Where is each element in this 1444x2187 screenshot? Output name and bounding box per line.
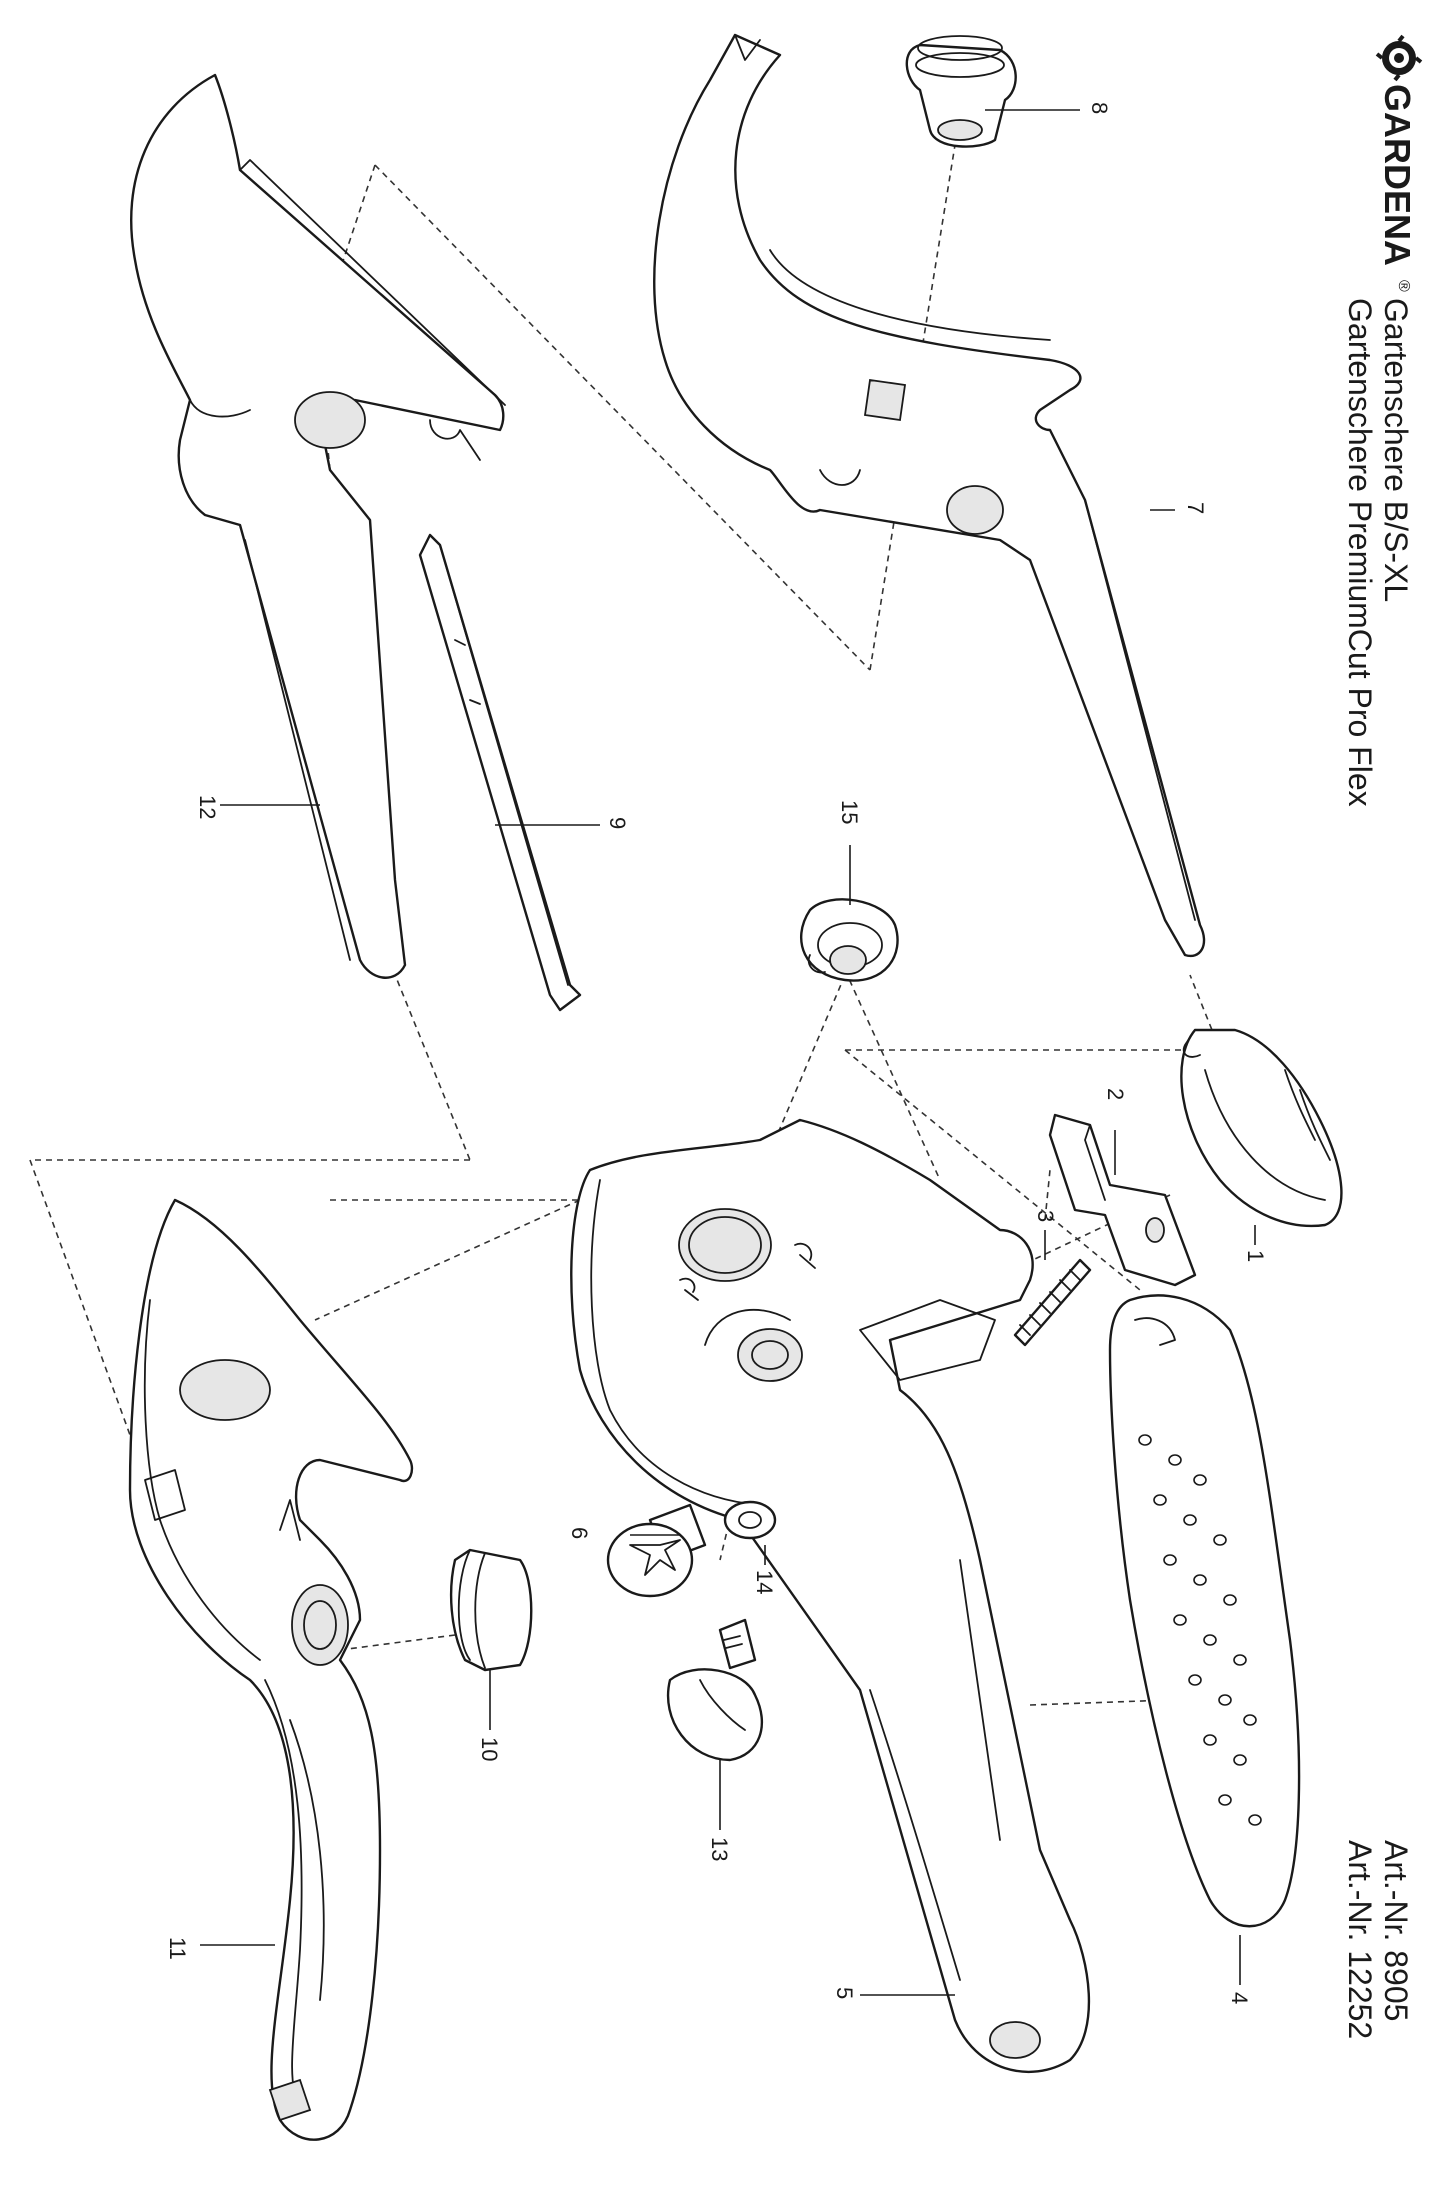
callout-12: 12: [195, 795, 220, 819]
callout-13: 13: [707, 1837, 732, 1861]
registered-mark: ®: [1395, 280, 1412, 292]
callout-leaders: [200, 109, 1256, 1996]
part-7-upper-blade: [653, 33, 1206, 958]
callout-4: 4: [1227, 1992, 1252, 2004]
article-number-2: Art.-Nr. 12252: [1342, 1840, 1378, 2039]
part-11-lower-handle: [128, 1198, 414, 2141]
callout-labels: 8 7 12 9 15 2 3 1 6 14 10 5 13 11 4: [165, 102, 1268, 2004]
part-3-spring: [1013, 1258, 1092, 1347]
header-title-block: GARDENA ® Gartenschere B/S-XL Gartensche…: [1342, 34, 1423, 807]
part-8-nut: [905, 35, 1017, 148]
part-15-pivot-nut: [800, 898, 899, 982]
callout-14: 14: [752, 1570, 777, 1594]
callout-11: 11: [165, 1937, 190, 1960]
hand-symbol-icon-2: [679, 1277, 699, 1301]
brand-name: GARDENA: [1377, 84, 1418, 266]
part-10-bushing: [449, 1548, 533, 1672]
part-14-washer: [723, 1500, 777, 1540]
part-1-blade-cap: [1180, 1028, 1343, 1228]
callout-2: 2: [1103, 1088, 1128, 1100]
article-number-block: Art.-Nr. 8905 Art.-Nr. 12252: [1342, 1840, 1414, 2039]
callout-10: 10: [477, 1737, 502, 1761]
callout-9: 9: [605, 817, 630, 829]
part-12-lower-blade: [130, 73, 506, 979]
hand-symbol-icon: [794, 1242, 816, 1269]
callout-1: 1: [1243, 1250, 1268, 1262]
callout-15: 15: [837, 800, 862, 824]
title-line-1: Gartenschere B/S-XL: [1378, 298, 1414, 602]
callout-6: 6: [567, 1527, 592, 1539]
gardena-logo-icon: [1375, 34, 1423, 82]
grip-dot-pattern: [1138, 1434, 1262, 1826]
title-line-2: Gartenschere PremiumCut Pro Flex: [1342, 298, 1378, 807]
part-4-grip-insert: [1108, 1294, 1301, 1928]
part-9-spacer-plate: [418, 533, 582, 1012]
part-5-upper-handle: [570, 1118, 1091, 2074]
article-number-1: Art.-Nr. 8905: [1378, 1840, 1414, 2021]
part-13-adjust-knob: [666, 1618, 764, 1762]
callout-5: 5: [832, 1987, 857, 1999]
part-2-bracket: [1048, 1113, 1197, 1287]
part-6-screw: [606, 1503, 707, 1598]
callout-7: 7: [1183, 502, 1208, 514]
callout-8: 8: [1087, 102, 1112, 114]
callout-3: 3: [1033, 1210, 1058, 1222]
